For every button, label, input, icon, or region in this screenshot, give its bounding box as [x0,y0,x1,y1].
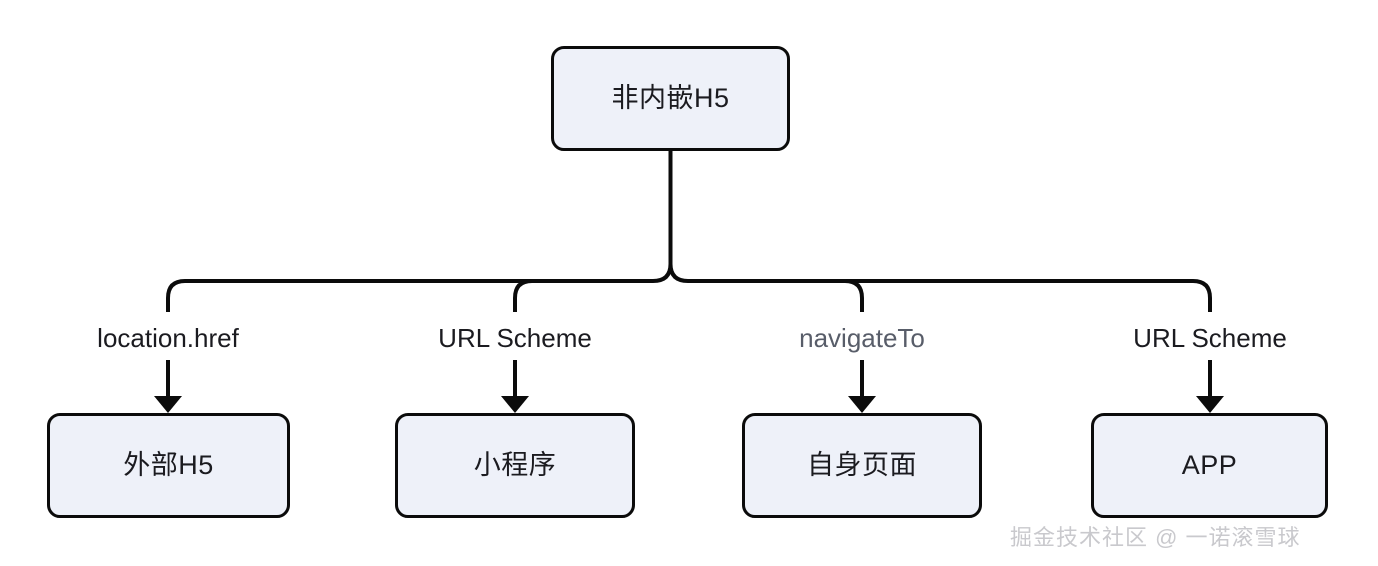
node-label: 外部H5 [123,450,214,480]
bus-left [166,263,673,312]
arrowhead-self-page [848,396,876,413]
node-label: 小程序 [473,450,557,480]
node-self-page[interactable]: 自身页面 [742,413,982,518]
arrowhead-external-h5 [154,396,182,413]
node-miniprogram[interactable]: 小程序 [395,413,635,518]
bus-drop-self-page [828,279,864,312]
node-non-embedded-h5[interactable]: 非内嵌H5 [551,46,790,151]
node-label: 自身页面 [807,450,917,480]
bus-drop-miniprogram [513,279,552,312]
node-external-h5[interactable]: 外部H5 [47,413,290,518]
bus-right [668,263,1212,312]
edge-label-navigateto: navigateTo [799,323,925,353]
node-label: APP [1181,450,1238,480]
edge-label-location-href: location.href [97,323,239,353]
node-app[interactable]: APP [1091,413,1328,518]
node-label: 非内嵌H5 [611,83,730,113]
edge-label-url-scheme-miniprogram: URL Scheme [438,323,592,353]
watermark-text: 掘金技术社区 @ 一诺滚雪球 [1010,525,1301,550]
edge-label-url-scheme-app: URL Scheme [1133,323,1287,353]
arrowhead-miniprogram [501,396,529,413]
arrowhead-app [1196,396,1224,413]
